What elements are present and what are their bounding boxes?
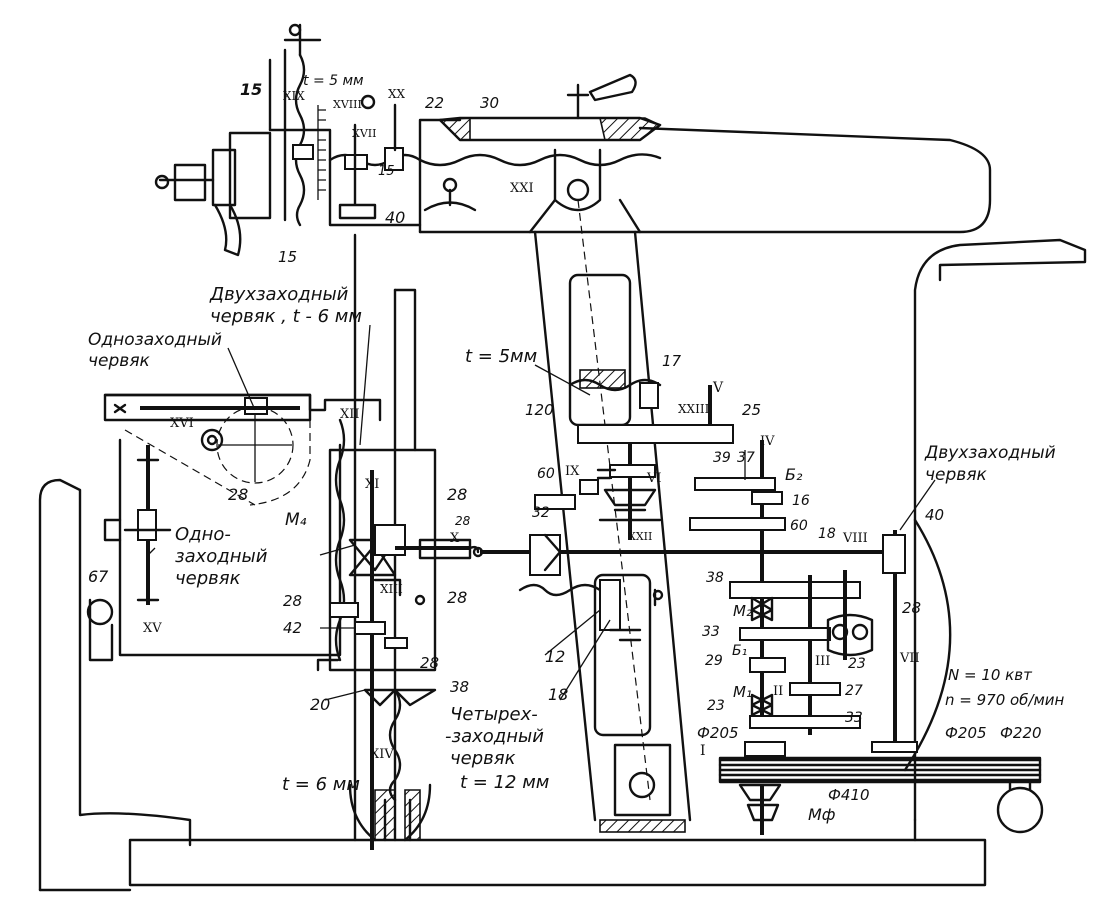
num-39: 39 xyxy=(713,450,731,466)
label-b2: Б₂ xyxy=(785,465,803,484)
leader-lines xyxy=(147,324,936,701)
shaft-XIII: XIII xyxy=(380,582,403,596)
num-15b: 15 xyxy=(378,164,395,179)
label-single-worm-left-1: Одно- xyxy=(175,524,231,545)
shaft-XV: XV xyxy=(143,621,162,636)
label-dual-worm-t6-1: Двухзаходный xyxy=(209,284,349,305)
num-23b: 23 xyxy=(707,698,725,714)
num-40b: 40 xyxy=(925,506,944,524)
label-top-t: t = 5 мм xyxy=(303,73,364,89)
label-dual-worm-right-1: Двухзаходный xyxy=(924,443,1056,463)
num-37: 37 xyxy=(737,450,755,466)
label-d205b: Ф205 xyxy=(945,724,987,742)
num-28c: 28 xyxy=(447,588,467,607)
shaft-II: II xyxy=(773,684,783,699)
feed-column xyxy=(316,418,472,850)
num-12: 12 xyxy=(545,647,565,666)
num-20: 20 xyxy=(310,695,330,714)
shaft-IX: IX xyxy=(565,464,580,479)
number-labels: 15 15 15 22 30 40 28 28 28 28 28 28 28 6… xyxy=(88,80,944,726)
num-28f: 28 xyxy=(902,599,921,617)
machine-frame xyxy=(38,126,1087,892)
label-dual-worm-right-2: червяк xyxy=(925,465,988,485)
label-speed: n = 970 об/мин xyxy=(945,691,1065,709)
top-head xyxy=(154,23,662,257)
label-b1: Б₁ xyxy=(732,643,747,659)
shaft-III: III xyxy=(815,654,830,669)
num-67: 67 xyxy=(88,567,109,586)
shaft-XX: XX xyxy=(388,87,406,101)
num-32: 32 xyxy=(532,505,550,521)
shaft-VII: VII xyxy=(899,651,920,666)
num-28d: 28 xyxy=(283,592,302,610)
rocker-arm xyxy=(528,198,692,833)
num-15c: 15 xyxy=(278,248,297,266)
label-bottom-t6: t = 6 мм xyxy=(282,774,360,795)
label-m1: М₁ xyxy=(733,683,752,701)
num-38b: 38 xyxy=(706,570,724,586)
num-60b: 60 xyxy=(790,518,808,534)
shaft-VI: VI xyxy=(646,471,662,486)
label-d220: Ф220 xyxy=(1000,724,1042,742)
label-dual-worm-t6-2: червяк , t - 6 мм xyxy=(210,306,362,327)
num-15a: 15 xyxy=(240,80,262,99)
num-40a: 40 xyxy=(385,208,405,227)
num-33a: 33 xyxy=(702,624,720,640)
label-single-worm-top-1: Однозаходный xyxy=(88,330,222,350)
label-m4: М₄ xyxy=(285,510,307,530)
num-28b: 28 xyxy=(447,485,467,504)
shaft-XIX: XIX xyxy=(283,89,305,103)
shaft-XXI: XXI xyxy=(510,181,534,196)
label-d410: Ф410 xyxy=(828,786,870,804)
shaft-XIV: XIV xyxy=(370,747,394,762)
num-42: 42 xyxy=(283,619,302,637)
label-quad-worm-1: Четырех- xyxy=(450,704,538,725)
shaft-XVI: XVI xyxy=(170,416,194,431)
num-22: 22 xyxy=(425,94,444,112)
num-28a: 28 xyxy=(228,485,248,504)
label-quad-worm-2: -заходный xyxy=(445,726,544,747)
left-feed-box xyxy=(86,393,382,662)
num-23a: 23 xyxy=(848,656,866,672)
label-single-worm-top-2: червяк xyxy=(88,351,151,371)
shaft-IV: IV xyxy=(760,434,775,449)
shaft-VIII: VIII xyxy=(842,531,868,546)
num-60a: 60 xyxy=(537,466,555,482)
shaft-labels: I II III IV V VI VII VIII IX X XI XII XI… xyxy=(143,87,920,762)
label-single-worm-left-3: червяк xyxy=(175,568,241,589)
num-16: 16 xyxy=(792,493,810,509)
num-28g: 28 xyxy=(455,514,471,528)
text-labels: t = 5 мм Двухзаходный червяк , t - 6 мм … xyxy=(88,73,1065,824)
num-120: 120 xyxy=(525,401,554,419)
label-single-worm-left-2: заходный xyxy=(175,546,268,567)
shaft-I: I xyxy=(700,743,706,759)
shaft-XII: XII xyxy=(340,407,360,422)
num-38a: 38 xyxy=(450,678,469,696)
num-28e: 28 xyxy=(420,654,439,672)
num-25: 25 xyxy=(742,401,761,419)
label-quad-worm-4: t = 12 мм xyxy=(460,772,549,793)
shaft-X: X xyxy=(450,531,460,546)
label-d205a: Ф205 xyxy=(697,724,739,742)
label-mid-t5: t = 5мм xyxy=(465,346,537,367)
num-33b: 33 xyxy=(845,710,863,726)
label-m2: М₂ xyxy=(733,602,752,620)
central-gearbox xyxy=(468,369,1044,835)
shaft-V: V xyxy=(712,380,724,396)
label-mf: Мф xyxy=(808,805,835,824)
num-18a: 18 xyxy=(548,685,568,704)
shaft-XXIII: XXIII xyxy=(678,402,710,416)
num-18b: 18 xyxy=(818,526,836,542)
num-30: 30 xyxy=(480,94,499,112)
shaft-XXII: XXII xyxy=(628,530,652,543)
shaft-XI: XI xyxy=(365,477,379,492)
shaft-XVII: XVII xyxy=(352,127,376,140)
num-17: 17 xyxy=(662,352,682,370)
shaft-XVIII: XVIII xyxy=(333,98,362,111)
label-power: N = 10 квт xyxy=(948,666,1033,684)
num-29: 29 xyxy=(705,653,723,669)
num-27: 27 xyxy=(845,683,863,699)
label-quad-worm-3: червяк xyxy=(450,748,516,769)
